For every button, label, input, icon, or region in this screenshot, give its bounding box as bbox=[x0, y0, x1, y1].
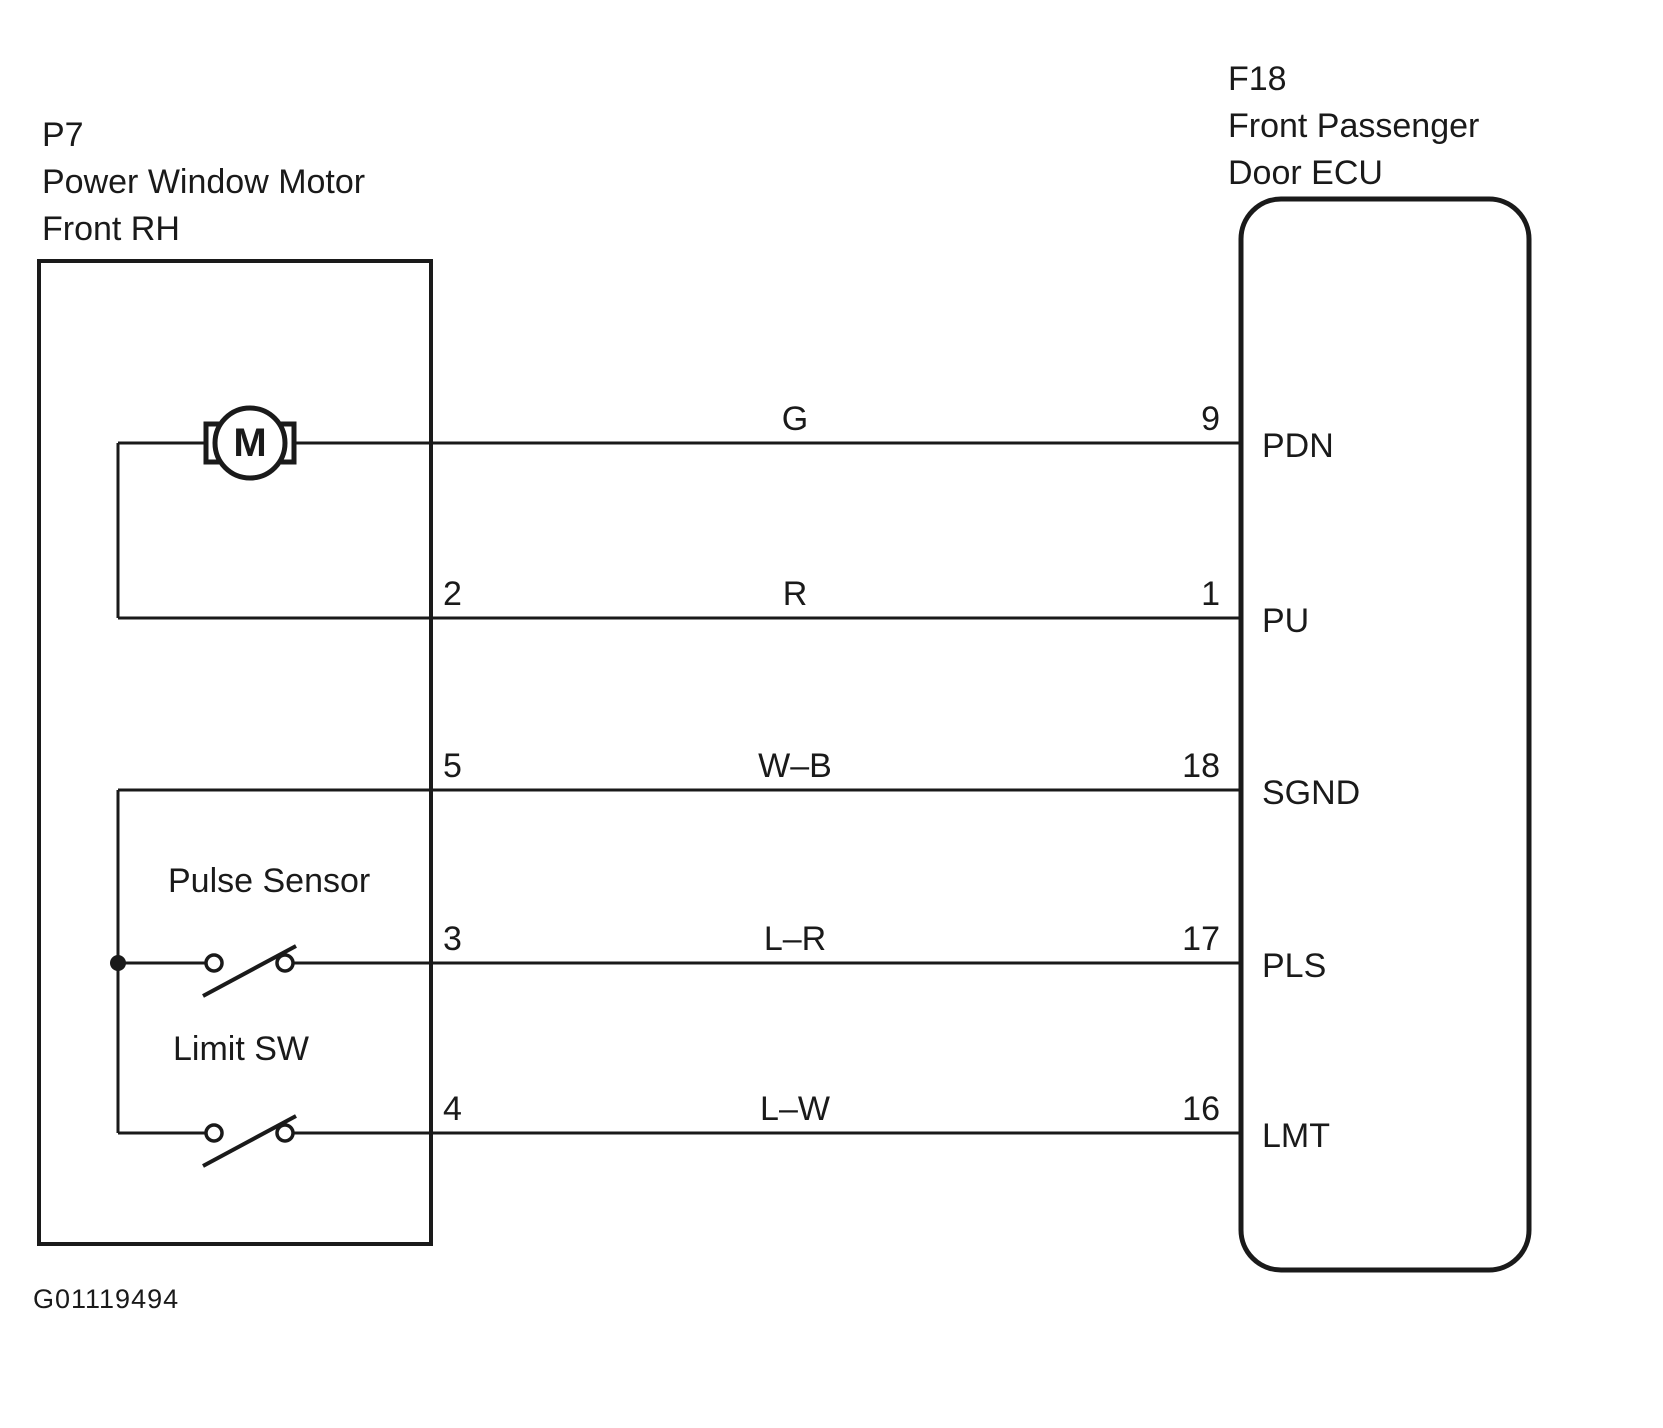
wire-color-label: L–W bbox=[760, 1090, 830, 1128]
right-component-name2: Door ECU bbox=[1228, 154, 1383, 192]
motor-icon bbox=[203, 405, 297, 481]
ecu-pin-number: 18 bbox=[1182, 747, 1220, 785]
power-window-motor-box bbox=[37, 259, 433, 1246]
right-component-name: Front Passenger bbox=[1228, 107, 1480, 145]
ecu-pin-number: 1 bbox=[1201, 575, 1220, 613]
limit-switch-icon bbox=[202, 1114, 297, 1168]
left-component-code: P7 bbox=[42, 116, 84, 154]
ecu-pin-label: LMT bbox=[1262, 1117, 1330, 1155]
ecu-pin-label: PU bbox=[1262, 602, 1310, 640]
left-component-name: Power Window Motor bbox=[42, 163, 366, 201]
connector-pin-number: 4 bbox=[443, 1090, 462, 1128]
wire-color-label: G bbox=[781, 400, 809, 438]
wire-color-label: L–R bbox=[763, 920, 827, 958]
ecu-pin-label: PLS bbox=[1262, 947, 1327, 985]
door-ecu-box bbox=[1238, 196, 1532, 1273]
pulse-sensor-label: Pulse Sensor bbox=[168, 862, 371, 900]
left-component-location: Front RH bbox=[42, 210, 180, 248]
ecu-pin-number: 16 bbox=[1182, 1090, 1220, 1128]
connector-pin-number: 3 bbox=[443, 920, 462, 958]
right-component-code: F18 bbox=[1228, 60, 1287, 98]
ecu-pin-label: PDN bbox=[1262, 427, 1334, 465]
pulse-sensor-switch-icon bbox=[202, 944, 297, 998]
limit-switch-label: Limit SW bbox=[173, 1030, 309, 1068]
ecu-pin-number: 17 bbox=[1182, 920, 1220, 958]
connector-pin-number: 2 bbox=[443, 575, 462, 613]
figure-id: G01119494 bbox=[33, 1284, 180, 1314]
ecu-pin-number: 9 bbox=[1201, 400, 1220, 438]
motor-letter: M bbox=[233, 421, 267, 465]
connector-pin-number: 5 bbox=[443, 747, 462, 785]
wire-color-label: W–B bbox=[758, 747, 832, 785]
wire-color-label: R bbox=[782, 575, 808, 613]
left-component-header: P7 Power Window Motor Front RH bbox=[42, 112, 365, 253]
right-component-header: F18 Front Passenger Door ECU bbox=[1228, 56, 1479, 197]
ecu-pin-label: SGND bbox=[1262, 774, 1361, 812]
